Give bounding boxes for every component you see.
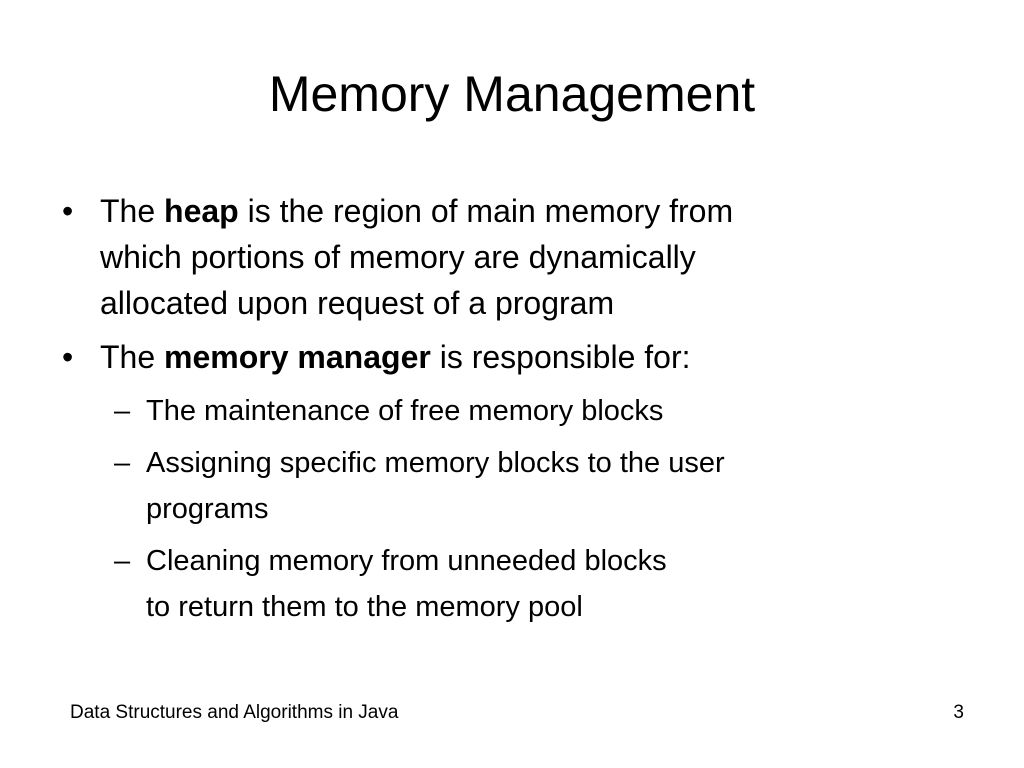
slide-content: • The heap is the region of main memory … [62, 188, 962, 636]
bullet-text-line2: which portions of memory are dynamically [100, 239, 696, 275]
bullet-marker: • [62, 339, 74, 375]
bullet-text: The heap is the region of main memory fr… [100, 188, 962, 326]
sub-bullet-line2: programs [146, 493, 269, 525]
sub-bullet-line2: to return them to the memory pool [146, 591, 583, 623]
bullet-marker: • [62, 193, 74, 229]
sub-bullet-line1: Assigning specific memory blocks to the … [146, 447, 725, 479]
bullet-text-bold: heap [164, 193, 239, 229]
bullet-text-post: is responsible for: [430, 339, 691, 375]
bullet-text-bold: memory manager [164, 339, 431, 375]
sub-bullet-marker: – [114, 395, 131, 427]
sub-bullet-marker: – [114, 447, 131, 479]
sub-bullet-marker: – [114, 545, 131, 577]
bullet-text-line3: allocated upon request of a program [100, 285, 615, 321]
sub-bullet-list: – The maintenance of free memory blocks … [62, 388, 962, 630]
footer-page-number: 3 [953, 702, 964, 723]
bullet-text-pre: The [100, 339, 165, 375]
sub-bullet-assigning: – Assigning specific memory blocks to th… [62, 440, 962, 532]
bullet-memory-manager: • The memory manager is responsible for: [62, 334, 962, 380]
sub-bullet-line1: The maintenance of free memory blocks [146, 395, 664, 427]
bullet-text-post: is the region of main memory from [238, 193, 734, 229]
sub-bullet-line1: Cleaning memory from unneeded blocks [146, 545, 667, 577]
slide-title: Memory Management [268, 66, 756, 122]
sub-bullet-cleaning: – Cleaning memory from unneeded blocks t… [62, 538, 962, 630]
footer-course-title: Data Structures and Algorithms in Java [70, 702, 399, 723]
bullet-heap: • The heap is the region of main memory … [62, 188, 962, 326]
bullet-text-pre: The [100, 193, 165, 229]
sub-bullet-maintenance: – The maintenance of free memory blocks [62, 388, 962, 434]
bullet-text: The memory manager is responsible for: [100, 334, 962, 380]
